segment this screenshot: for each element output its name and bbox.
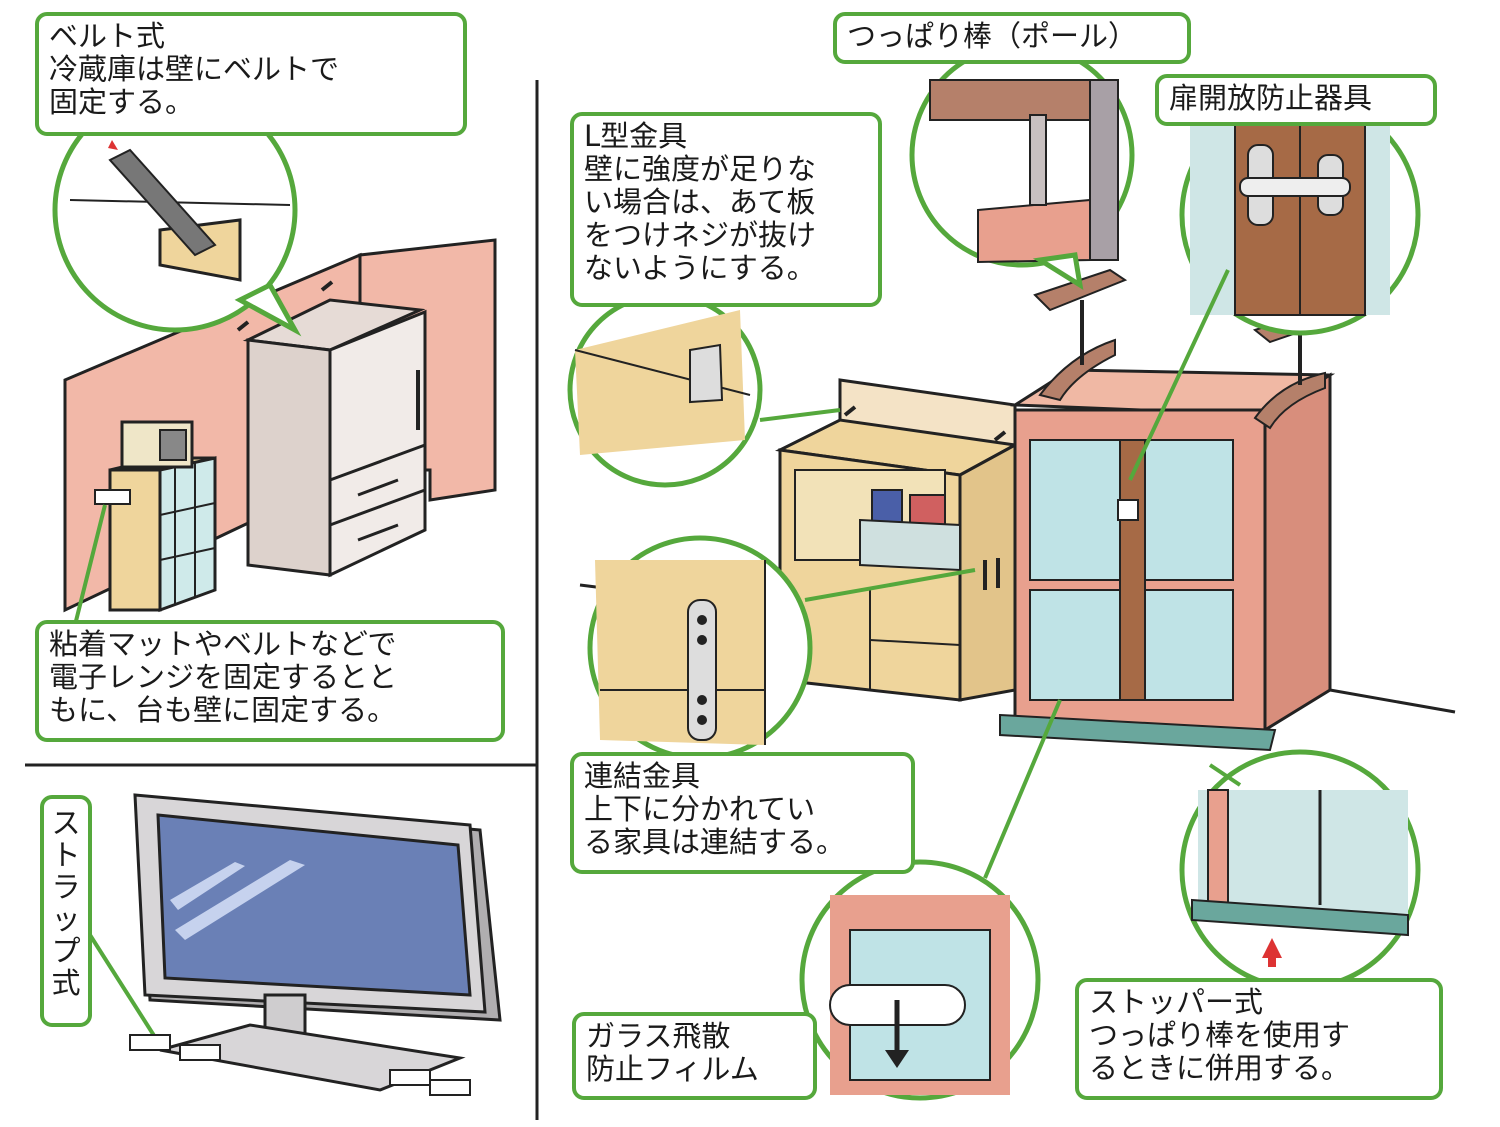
kitchen-scene [52,87,497,626]
mat-line-2: 電子レンジを固定するとと [49,660,398,694]
belt-callout: ベルト式 冷蔵庫は壁にベルトで 固定する。 [35,12,467,136]
stopper-line-2: るときに併用する。 [1089,1051,1351,1085]
glass-cabinet [999,268,1342,752]
microwave-shelf [94,420,217,613]
strap-label: ストラップ式 [51,806,81,1000]
l-bracket-line-3: をつけネジが抜け [584,218,817,252]
l-bracket-line-1: 壁に強度が足りな [584,152,817,186]
glass-film-callout: ガラス飛散 防止フィルム [572,1012,817,1100]
stopper-callout: ストッパー式 つっぱり棒を使用す るときに併用する。 [1075,978,1443,1100]
door-lock-callout: 扉開放防止器具 [1155,74,1437,126]
l-bracket-callout: L型金具 壁に強度が足りな い場合は、あて板 をつけネジが抜け ないようにする。 [570,112,882,307]
door-lock-label: 扉開放防止器具 [1169,81,1373,115]
joint-line-1: 上下に分かれてい [584,792,816,826]
pole-label: つっぱり棒（ポール） [847,19,1138,53]
glass-film-line-2: 防止フィルム [586,1052,759,1086]
low-cabinet [775,378,1020,702]
tv-scene [88,793,502,1096]
mat-callout: 粘着マットやベルトなどで 電子レンジを固定するとと もに、台も壁に固定する。 [35,620,505,742]
mat-line-3: もに、台も壁に固定する。 [49,693,397,727]
l-bracket-title: L型金具 [584,119,688,153]
belt-line-1: 冷蔵庫は壁にベルトで [49,52,340,86]
l-bracket-line-4: ないようにする。 [584,251,816,285]
furniture-scene [567,42,1456,1101]
stopper-line-1: つっぱり棒を使用す [1089,1018,1351,1052]
belt-title: ベルト式 [49,19,166,53]
glass-film-line-1: ガラス飛散 [586,1019,731,1053]
joint-title: 連結金具 [584,759,701,793]
belt-line-2: 固定する。 [49,85,195,119]
strap-callout: ストラップ式 [40,795,92,1027]
pole-callout: つっぱり棒（ポール） [833,12,1191,64]
joint-line-2: る家具は連結する。 [584,825,846,859]
stopper-title: ストッパー式 [1089,985,1264,1019]
joint-callout: 連結金具 上下に分かれてい る家具は連結する。 [570,752,915,874]
mat-line-1: 粘着マットやベルトなどで [49,627,397,661]
l-bracket-line-2: い場合は、あて板 [584,185,816,219]
refrigerator [236,280,427,578]
